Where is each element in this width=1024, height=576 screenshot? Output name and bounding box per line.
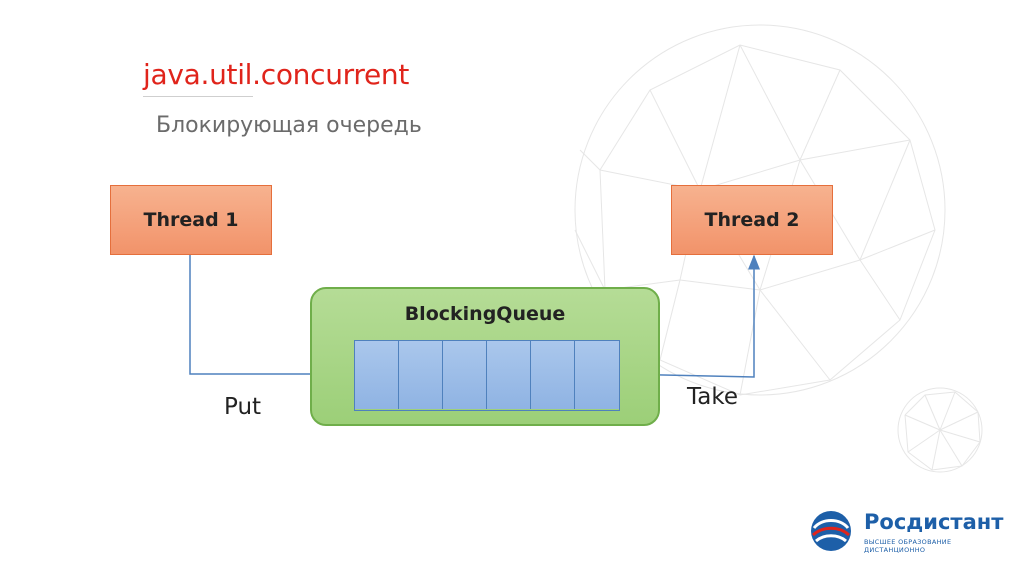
put-label: Put bbox=[224, 394, 262, 420]
blocking-queue-label: BlockingQueue bbox=[404, 303, 566, 325]
title-underline bbox=[143, 96, 253, 97]
logo-name: Росдистант bbox=[864, 510, 1003, 534]
queue-slot bbox=[575, 341, 619, 409]
rosdistant-logo: Росдистант ВЫСШЕЕ ОБРАЗОВАНИЕ ДИСТАНЦИОН… bbox=[808, 508, 1003, 556]
logo-emblem-icon bbox=[811, 511, 851, 551]
queue-slots bbox=[354, 340, 620, 411]
queue-slot bbox=[487, 341, 531, 409]
logo-name-part2: дистант bbox=[906, 510, 1004, 534]
take-label: Take bbox=[687, 384, 738, 410]
queue-slot bbox=[355, 341, 399, 409]
page-title: java.util.concurrent bbox=[143, 58, 410, 91]
queue-slot bbox=[531, 341, 575, 409]
thread-2-box: Thread 2 bbox=[671, 185, 833, 255]
thread-1-box: Thread 1 bbox=[110, 185, 272, 255]
take-arrow bbox=[618, 254, 760, 378]
logo-name-part1: Рос bbox=[864, 510, 907, 534]
queue-slot bbox=[399, 341, 443, 409]
page-subtitle: Блокирующая очередь bbox=[156, 113, 422, 138]
put-arrow bbox=[189, 255, 356, 380]
logo-tagline: ВЫСШЕЕ ОБРАЗОВАНИЕ ДИСТАНЦИОННО bbox=[864, 538, 952, 554]
queue-slot bbox=[443, 341, 487, 409]
blocking-queue-box: BlockingQueue bbox=[310, 287, 660, 426]
